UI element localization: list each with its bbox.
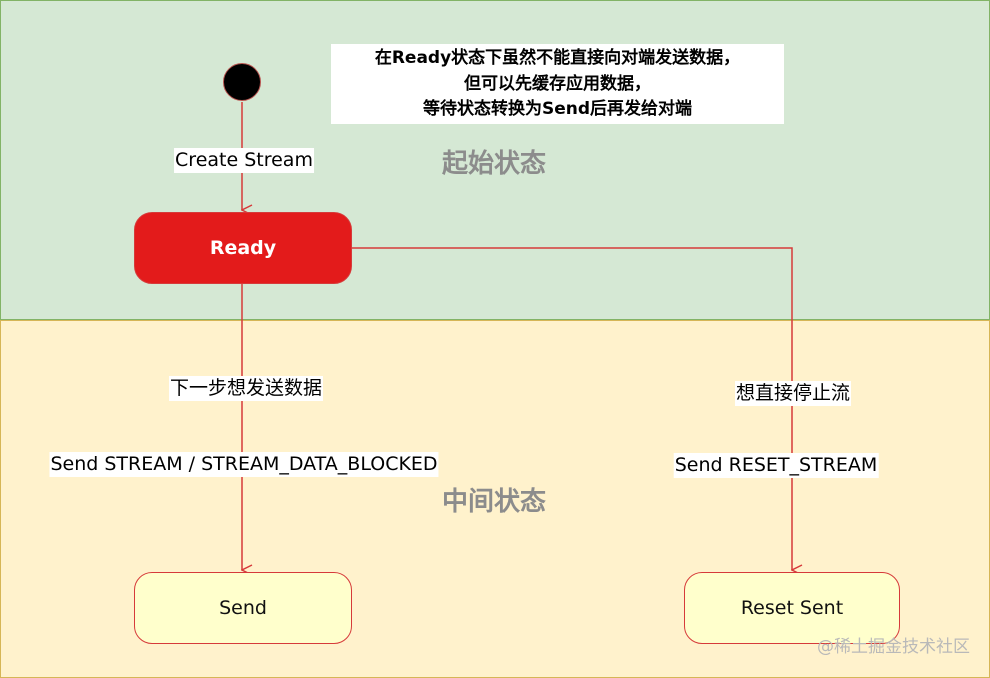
ready-state-note: 在Ready状态下虽然不能直接向对端发送数据， 但可以先缓存应用数据， 等待状态…: [331, 44, 784, 124]
state-reset-sent-label: Reset Sent: [740, 597, 844, 619]
state-ready-label: Ready: [209, 237, 277, 259]
send-stream-label: Send STREAM / STREAM_DATA_BLOCKED: [49, 452, 439, 477]
state-send: Send: [134, 572, 352, 644]
state-ready: Ready: [134, 212, 352, 284]
state-send-label: Send: [219, 597, 267, 619]
edge-ready-to-reset-sent: [352, 247, 792, 570]
intermediate-region-label: 中间状态: [441, 487, 547, 517]
next-send-note-label: 下一步想发送数据: [168, 376, 324, 401]
watermark: @稀土掘金技术社区: [817, 637, 970, 657]
initial-state-node: [223, 63, 261, 101]
state-reset-sent: Reset Sent: [684, 572, 900, 644]
note-line-2: 但可以先缓存应用数据，: [464, 73, 651, 94]
stop-stream-note-label: 想直接停止流: [734, 381, 852, 406]
note-line-1: 在Ready状态下虽然不能直接向对端发送数据，: [374, 48, 741, 68]
initial-region-label: 起始状态: [441, 149, 547, 179]
send-reset-stream-label: Send RESET_STREAM: [673, 453, 879, 478]
create-stream-label: Create Stream: [174, 148, 314, 173]
note-line-3: 等待状态转换为Send后再发给对端: [422, 99, 693, 119]
